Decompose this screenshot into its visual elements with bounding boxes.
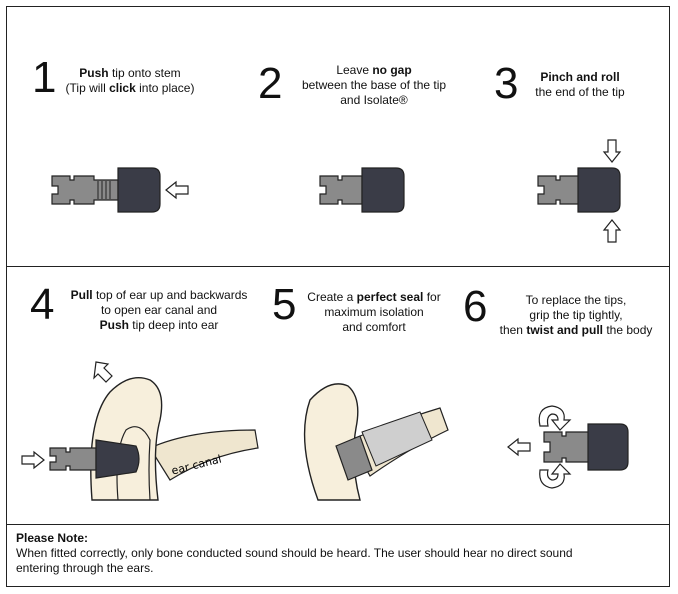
text-run: perfect seal <box>356 290 424 304</box>
step-6-number: 6 <box>463 282 488 331</box>
note-line-2: entering through the ears. <box>16 561 154 575</box>
text-run: the end of the tip <box>535 85 625 99</box>
stem-ribs <box>97 181 111 199</box>
text-run: Create a <box>307 290 357 304</box>
text-run: tip onto stem <box>108 66 181 80</box>
text-run: and Isolate® <box>340 93 408 107</box>
step-3-line-1: Pinch and roll <box>520 70 640 85</box>
text-run: Leave <box>336 63 373 77</box>
step-6-text: To replace the tips,grip the tip tightly… <box>490 293 662 338</box>
text-run: and comfort <box>342 320 406 334</box>
instruction-frame <box>6 6 670 587</box>
step-1-text: Push tip onto stem(Tip will click into p… <box>50 66 210 96</box>
inserted-stem-icon <box>335 435 373 481</box>
text-run: maximum isolation <box>324 305 424 319</box>
tip-icon <box>117 167 161 213</box>
stem-icon <box>51 175 119 205</box>
stem-icon <box>49 447 97 471</box>
step-1-illustration <box>51 167 189 213</box>
arrow-up-left-icon <box>93 361 113 383</box>
text-run: no gap <box>372 63 412 77</box>
text-run: To replace the tips, <box>525 293 627 307</box>
step-2-line-1: Leave no gap <box>284 63 464 78</box>
text-run: for <box>423 290 441 304</box>
text-run: grip the tip tightly, <box>529 308 623 322</box>
arrow-right-icon <box>21 450 45 470</box>
text-run: the body <box>603 323 653 337</box>
stem-icon <box>319 175 363 205</box>
step-3-illustration <box>537 139 622 243</box>
tip-icon <box>95 439 140 479</box>
text-run: tip deep into ear <box>128 318 219 332</box>
arrow-down-icon <box>602 139 622 163</box>
step-1-line-2: (Tip will click into place) <box>50 81 210 96</box>
note-divider <box>6 524 670 525</box>
seal-band-shape <box>361 411 433 467</box>
tip-icon <box>361 167 405 213</box>
text-run: (Tip will <box>65 81 110 95</box>
step-5-number: 5 <box>272 280 297 329</box>
step-4-line-2: to open ear canal and <box>54 303 264 318</box>
tip-icon <box>577 167 621 213</box>
step-3-line-2: the end of the tip <box>520 85 640 100</box>
text-run: Pinch and roll <box>540 70 620 84</box>
text-run: top of ear up and backwards <box>92 288 248 302</box>
arrow-left-icon <box>507 437 531 457</box>
text-run: to open ear canal and <box>100 303 218 317</box>
step-5-line-1: Create a perfect seal for <box>292 290 456 305</box>
step-5-line-2: maximum isolation <box>292 305 456 320</box>
ear-outer-shape <box>90 377 163 501</box>
step-4-line-1: Pull top of ear up and backwards <box>54 288 264 303</box>
note-line-1: When fitted correctly, only bone conduct… <box>16 546 573 560</box>
text-run: Push <box>79 66 109 80</box>
twist-arrow-icon <box>538 405 572 431</box>
step-6-line-1: To replace the tips, <box>490 293 662 308</box>
step-2-line-2: between the base of the tip <box>284 78 464 93</box>
ear-canal-shape <box>149 429 259 481</box>
stem-icon <box>543 431 591 463</box>
step-6-line-3: then twist and pull the body <box>490 323 662 338</box>
step-4-illustration: ear canal <box>21 361 259 501</box>
step-1-number: 1 <box>32 53 57 102</box>
text-run: Push <box>99 318 129 332</box>
step-4-line-3: Push tip deep into ear <box>54 318 264 333</box>
text-run: twist and pull <box>526 323 603 337</box>
tip-icon <box>587 423 629 471</box>
text-run: into place) <box>135 81 195 95</box>
step-5-line-3: and comfort <box>292 320 456 335</box>
text-run: Pull <box>70 288 93 302</box>
stem-icon <box>537 175 581 205</box>
text-run: click <box>109 81 136 95</box>
row-divider <box>6 266 670 267</box>
text-run: between the base of the tip <box>301 78 447 92</box>
arrow-left-icon <box>165 180 189 200</box>
step-2-number: 2 <box>258 59 283 108</box>
step-3-number: 3 <box>494 59 519 108</box>
step-1-line-1: Push tip onto stem <box>50 66 210 81</box>
text-run: then <box>499 323 527 337</box>
twist-arrow-icon <box>539 463 572 489</box>
arrow-up-icon <box>602 219 622 243</box>
step-2-illustration <box>319 167 405 213</box>
step-2-line-3: and Isolate® <box>284 93 464 108</box>
step-6-line-2: grip the tip tightly, <box>490 308 662 323</box>
step-6-illustration <box>507 405 629 489</box>
step-5-illustration <box>303 383 449 501</box>
step-4-number: 4 <box>30 280 55 329</box>
note-title: Please Note: <box>16 531 89 545</box>
please-note: Please Note: When fitted correctly, only… <box>16 531 664 576</box>
